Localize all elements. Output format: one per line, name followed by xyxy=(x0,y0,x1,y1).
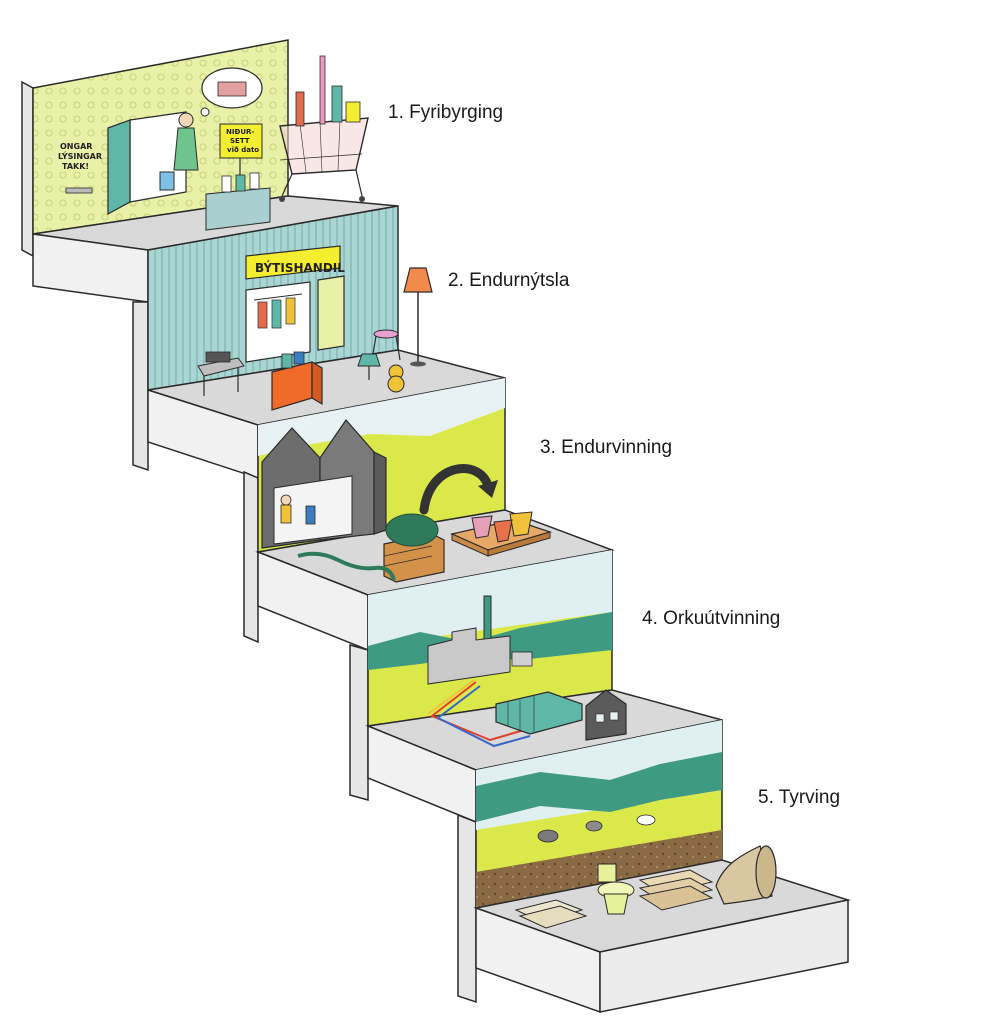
orange-bucket xyxy=(493,519,513,543)
step-1-side xyxy=(21,80,34,258)
reduced-sign-line1: NIÐUR- xyxy=(226,128,254,136)
step-label-1: 1. Fyribyrging xyxy=(388,102,504,123)
no-ads-sign-line1: ONGAR xyxy=(60,142,92,151)
pink-bucket xyxy=(471,515,493,539)
step-5-composting xyxy=(457,719,851,1014)
shopper-head xyxy=(178,112,194,128)
district-heating-pipe-red xyxy=(430,681,525,742)
reduced-price-sign xyxy=(219,123,263,159)
shopper-body xyxy=(173,127,199,171)
step-2-side xyxy=(132,301,149,472)
stool xyxy=(373,329,399,339)
exchange-shop-sign xyxy=(245,245,341,280)
step-5-side xyxy=(457,813,477,1004)
step-label-3: 3. Endurvinning xyxy=(540,437,673,458)
step-3-side xyxy=(243,470,259,644)
incineration-plant xyxy=(427,627,511,685)
table-lamp xyxy=(357,353,381,367)
step-label-4: 4. Orkuútvinning xyxy=(642,608,781,629)
no-ads-sign-line2: LÝSINGAR xyxy=(58,150,102,161)
step-4-energy-recovery xyxy=(349,549,723,824)
exchange-shop-sign-text: BÝTISHANDIL xyxy=(255,260,345,275)
heated-house xyxy=(585,689,627,741)
worker xyxy=(280,494,292,506)
sheep-2 xyxy=(585,820,603,832)
reusable-bag xyxy=(159,171,175,191)
open-door-leaf xyxy=(107,119,131,216)
step-label-2: 2. Endurnýtsla xyxy=(448,270,570,291)
step-5-hills xyxy=(476,752,722,822)
step-4-side xyxy=(349,644,369,801)
step-3-recycling xyxy=(243,377,615,652)
step-label-5: 5. Tyrving xyxy=(758,787,841,808)
greenhouse xyxy=(495,691,583,735)
sheep-1 xyxy=(537,829,559,843)
shopping-cart xyxy=(279,117,369,175)
step-2-reuse: BÝTISHANDIL xyxy=(132,205,506,480)
reduced-sign-line2: SETT xyxy=(230,137,250,145)
no-ads-sign-bg xyxy=(56,138,100,172)
step-3-sky xyxy=(258,378,505,456)
reduced-sign-line3: við dato xyxy=(227,146,259,154)
district-heating-pipe-blue xyxy=(436,685,531,748)
mail-slot xyxy=(65,187,93,194)
product-table xyxy=(205,187,271,231)
step-5-base-side xyxy=(599,899,849,1013)
fishing-net-pile xyxy=(297,551,396,581)
shop-door xyxy=(317,275,345,351)
yellow-bucket xyxy=(509,511,533,537)
floor-lamp-shade xyxy=(403,267,433,293)
recycle-arrow xyxy=(419,464,493,515)
no-ads-sign-line3: TAKK! xyxy=(62,162,89,171)
sheep-3 xyxy=(636,814,656,826)
toilet-tank xyxy=(597,863,617,883)
